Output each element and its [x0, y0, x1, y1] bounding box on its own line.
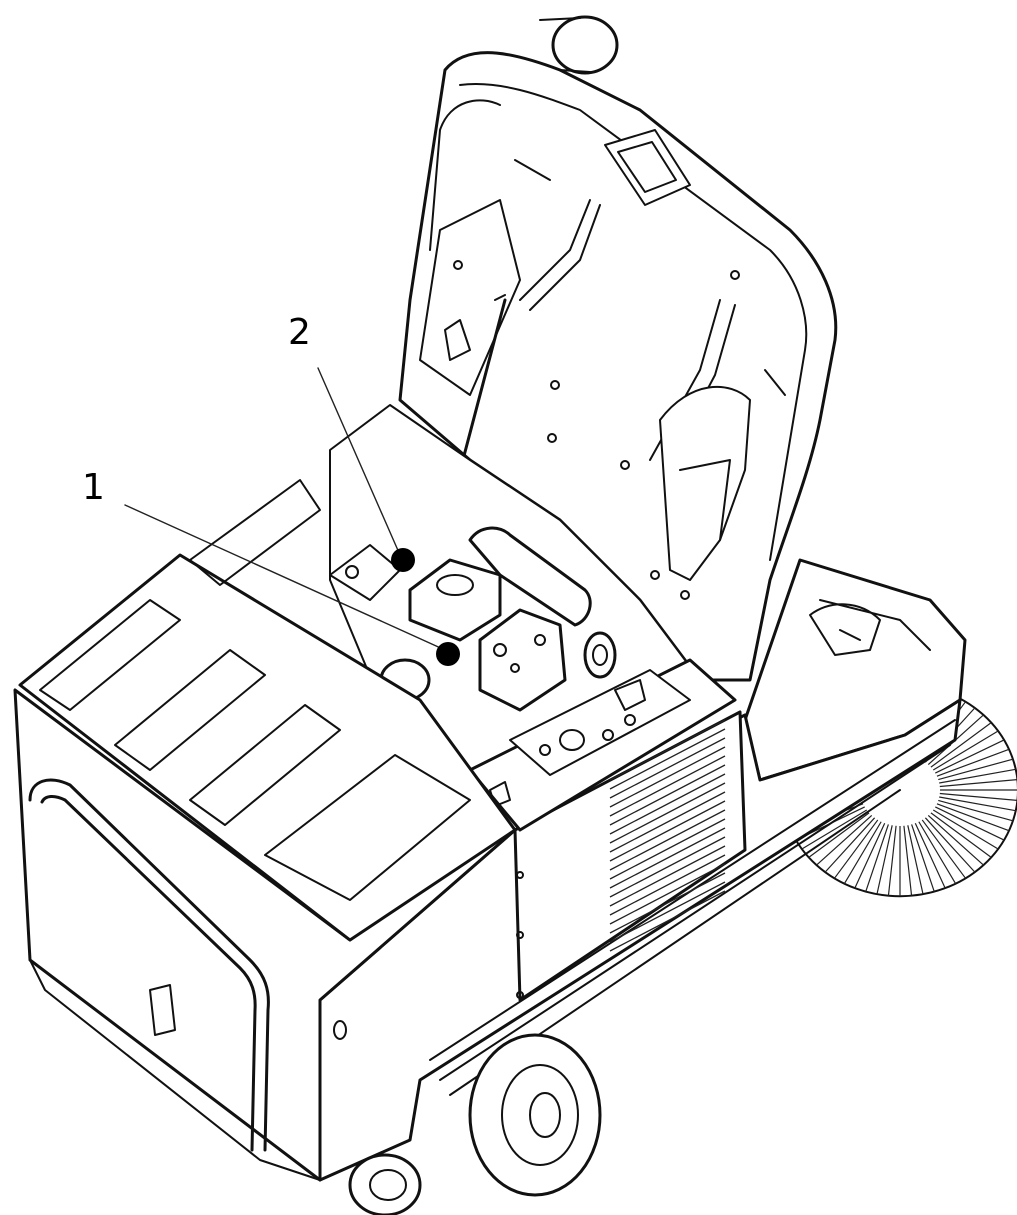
brush-bristle: [935, 806, 1005, 841]
brush-bristle: [824, 817, 876, 873]
grille-slat: [609, 737, 726, 799]
grille-slat: [609, 719, 726, 781]
brush-bristle: [911, 824, 935, 892]
grille-slat: [609, 791, 726, 853]
brush-bristle: [939, 796, 1016, 812]
brush-bristle: [938, 758, 1014, 781]
callout-1-leader: [124, 504, 446, 651]
grille-slat: [609, 773, 726, 835]
grille-slat: [609, 755, 726, 817]
grille-slat: [609, 782, 726, 844]
brush-bristle: [907, 825, 924, 895]
grille-slat: [609, 818, 726, 880]
brush-bristle: [938, 799, 1014, 822]
brush-bristle: [930, 722, 992, 768]
callout-2-marker: [391, 548, 415, 572]
control-panel: [468, 658, 737, 832]
ventilation-grille: [609, 719, 726, 952]
callout-2-leader: [317, 367, 401, 556]
brush-bristle: [887, 825, 897, 896]
grille-slat: [609, 881, 726, 943]
grille-slat: [609, 854, 726, 916]
grille-slat: [609, 800, 726, 862]
grille-slat: [609, 863, 726, 925]
grille-slat: [609, 836, 726, 898]
brush-bristle: [936, 748, 1010, 777]
brush-bristle: [939, 792, 1017, 801]
brush-bristle: [935, 739, 1005, 774]
callout-1-label: 1: [82, 467, 105, 508]
brush-bristle: [918, 821, 957, 884]
callout-2-label: 2: [288, 312, 311, 353]
callout-1-marker: [436, 642, 460, 666]
front-wheel: [348, 1153, 422, 1215]
brush-bristle: [936, 803, 1010, 832]
grille-slat: [609, 872, 726, 934]
engine-side-panel: [513, 710, 747, 1002]
brush-bristle: [932, 809, 999, 850]
brush-bristle: [816, 815, 873, 866]
brush-bristle: [876, 825, 893, 895]
grille-slat: [609, 728, 726, 790]
brush-bristle: [843, 821, 882, 884]
grille-slat: [609, 890, 726, 952]
brush-bristle: [930, 812, 992, 858]
brush-bristle: [939, 768, 1016, 784]
brush-bristle: [924, 817, 976, 873]
brush-bristle: [939, 779, 1017, 788]
brush-bristle: [927, 815, 984, 866]
grille-slat: [609, 764, 726, 826]
brush-bristle: [801, 809, 868, 850]
grille-slat: [609, 746, 726, 808]
grille-slat: [609, 845, 726, 907]
grille-slat: [609, 809, 726, 871]
brush-bristle: [921, 819, 967, 879]
hopper-body: [13, 479, 517, 1182]
rear-wheel: [468, 1033, 602, 1197]
brush-bristle: [914, 823, 946, 889]
brush-bristle: [854, 823, 886, 889]
brush-bristle: [903, 825, 913, 896]
brush-bristle: [932, 730, 999, 771]
brush-bristle: [865, 824, 889, 892]
brush-bristle: [808, 812, 870, 858]
grille-slat: [609, 827, 726, 889]
brush-bristle: [833, 819, 879, 879]
